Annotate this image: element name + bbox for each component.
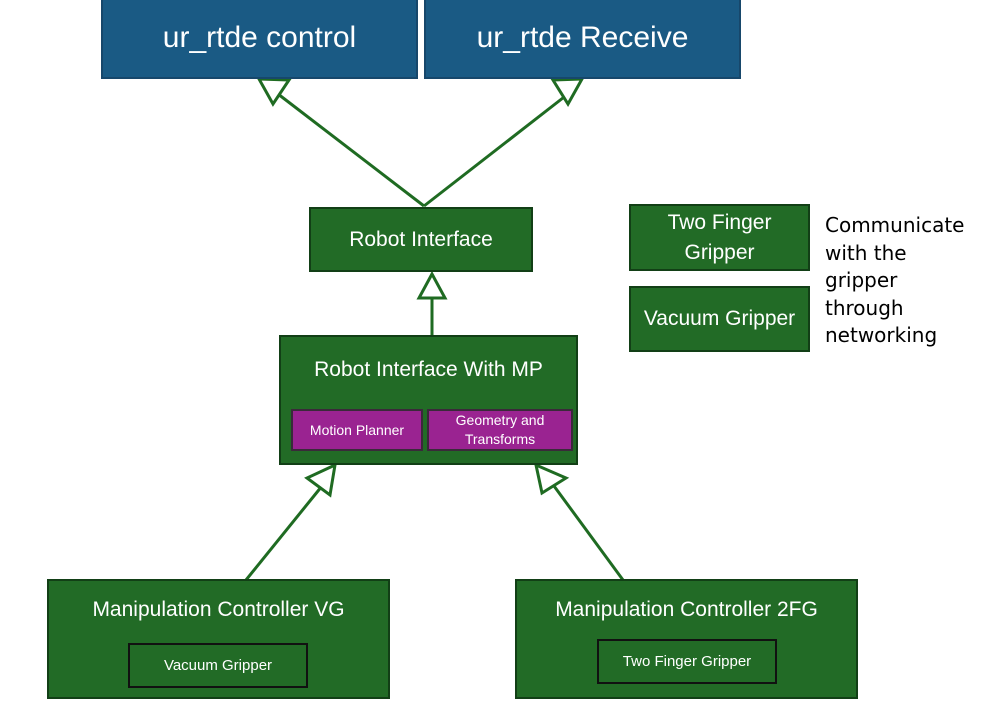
arrowhead-receive xyxy=(550,77,585,107)
robot-interface-node: Robot Interface xyxy=(309,207,533,272)
manip-vg-vacuum-gripper-node: Vacuum Gripper xyxy=(128,643,308,688)
two-finger-gripper-node: Two Finger Gripper xyxy=(629,204,810,271)
ur-rtde-receive-node: ur_rtde Receive xyxy=(424,0,741,79)
motion-planner-label: Motion Planner xyxy=(309,421,405,438)
arrow-robotif-to-receive xyxy=(423,92,569,208)
geometry-transforms-node: Geometry and Transforms xyxy=(427,409,573,451)
ur-rtde-control-node: ur_rtde control xyxy=(101,0,418,79)
arrowhead-robotif xyxy=(416,270,448,300)
motion-planner-node: Motion Planner xyxy=(291,409,423,451)
ur-rtde-receive-label: ur_rtde Receive xyxy=(476,20,689,54)
arrowhead-control xyxy=(256,77,292,107)
arrow-vg-to-mp xyxy=(244,485,324,581)
manip-2fg-two-finger-gripper-node: Two Finger Gripper xyxy=(597,639,777,684)
vacuum-gripper-node: Vacuum Gripper xyxy=(629,286,810,352)
arrow-robotif-to-control xyxy=(277,92,425,208)
manip-2fg-two-finger-gripper-label: Two Finger Gripper xyxy=(622,653,752,670)
vacuum-gripper-label: Vacuum Gripper xyxy=(643,307,796,330)
manipulation-controller-vg-node: Manipulation Controller VG Vacuum Grippe… xyxy=(47,579,390,699)
robot-interface-label: Robot Interface xyxy=(349,227,493,251)
arrowhead-mp-right xyxy=(533,462,570,496)
manipulation-controller-vg-label: Manipulation Controller VG xyxy=(92,598,345,621)
manip-vg-vacuum-gripper-label: Vacuum Gripper xyxy=(163,657,273,674)
robot-interface-mp-label: Robot Interface With MP xyxy=(314,358,543,381)
geometry-transforms-label: Geometry and Transforms xyxy=(455,412,545,447)
manipulation-controller-2fg-label: Manipulation Controller 2FG xyxy=(555,598,818,621)
arrow-2fg-to-mp xyxy=(552,485,625,581)
manipulation-controller-2fg-node: Manipulation Controller 2FG Two Finger G… xyxy=(515,579,858,699)
gripper-network-note: Communicate with the gripper through net… xyxy=(825,213,965,347)
two-finger-gripper-label: Two Finger Gripper xyxy=(667,210,772,264)
arrowhead-mp-left xyxy=(304,462,337,498)
robot-interface-mp-node: Robot Interface With MP Motion Planner G… xyxy=(279,335,578,465)
ur-rtde-control-label: ur_rtde control xyxy=(162,20,357,54)
